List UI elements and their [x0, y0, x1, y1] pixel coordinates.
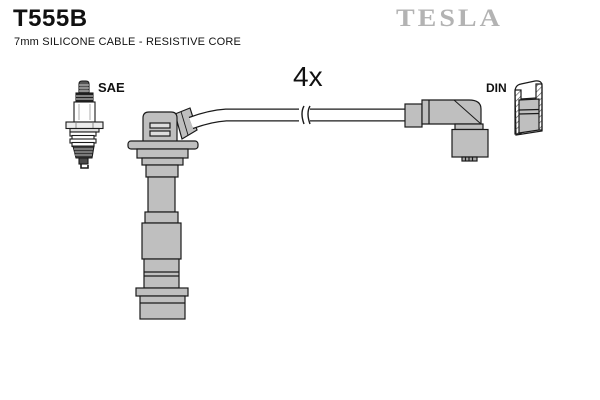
spark-plug-tip	[78, 157, 89, 165]
boot-head	[142, 111, 178, 148]
product-subtitle: 7mm SILICONE CABLE - RESISTIVE CORE	[14, 36, 242, 48]
spark-plug-insulator	[73, 101, 96, 123]
boot-head-slot	[149, 130, 171, 137]
boot-tube-step	[144, 211, 179, 224]
boot-collar	[136, 148, 189, 159]
spark-plug-icon	[65, 80, 104, 169]
din-connector-cross-section-icon	[514, 80, 543, 136]
elbow-vertical-body	[451, 128, 489, 158]
boot-angled-cable-entry	[174, 107, 198, 140]
ignition-cable	[188, 105, 406, 130]
elbow-step	[454, 123, 484, 131]
elbow-cable-collar	[404, 103, 423, 128]
cable-break-mark	[307, 105, 311, 125]
boot-tube-upper	[147, 176, 176, 213]
spark-plug-rib-band	[75, 92, 94, 103]
elbow-horizontal-body	[421, 99, 482, 125]
din-label: DIN	[486, 81, 507, 95]
boot-flange	[127, 140, 199, 150]
spark-plug-electrode	[80, 164, 89, 169]
brand-logo: TESLA	[396, 4, 503, 33]
spark-plug-boot-icon	[127, 107, 199, 320]
part-number: T555B	[13, 5, 88, 32]
quantity-label: 4x	[293, 61, 323, 92]
spark-plug-hex	[65, 121, 104, 130]
boot-bottom-flange	[135, 287, 189, 297]
boot-collar-step	[141, 157, 184, 166]
distributor-elbow-boot-icon	[404, 99, 489, 162]
boot-tube-lower	[143, 258, 180, 289]
boot-head-slot	[149, 122, 171, 129]
boot-tube-mid	[141, 222, 182, 260]
boot-neck	[145, 164, 179, 178]
spark-plug-terminal	[78, 80, 90, 94]
cable-break-mark	[301, 105, 305, 125]
boot-bottom-cap	[139, 295, 186, 320]
spark-plug-shell-ribs	[69, 131, 97, 148]
din-inner-terminal	[518, 98, 540, 134]
sae-label: SAE	[98, 80, 125, 95]
elbow-contact-teeth	[461, 156, 478, 162]
